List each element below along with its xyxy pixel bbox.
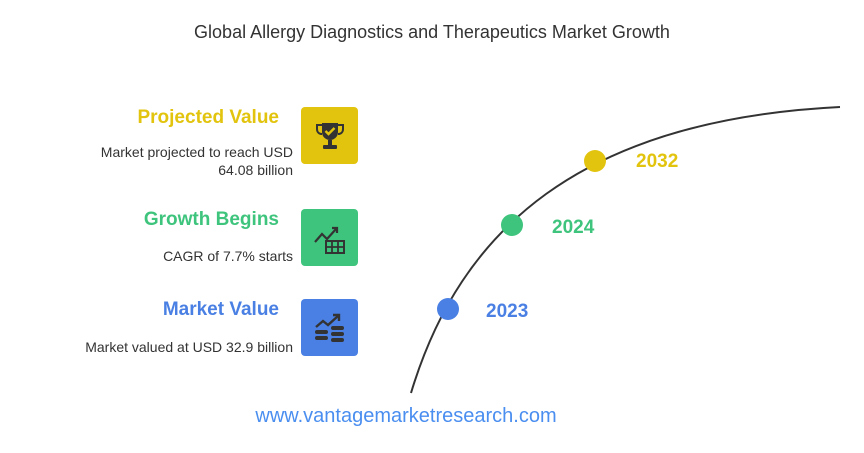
page-title: Global Allergy Diagnostics and Therapeut… — [194, 22, 670, 42]
market-value-title: Market Value — [162, 299, 279, 320]
year-2023-label: 2023 — [486, 301, 529, 322]
year-2032-label: 2032 — [636, 151, 679, 172]
growth-begins-desc: CAGR of 7.7% starts — [33, 247, 293, 265]
projected-value-desc-line1: Market projected to reach USD — [100, 144, 293, 160]
timeline-dot-2024 — [501, 214, 523, 236]
timeline-dot-2023 — [437, 298, 459, 320]
money-trend-icon-box — [301, 299, 358, 356]
growth-chart-icon — [313, 226, 345, 254]
money-trend-icon — [314, 313, 344, 342]
projected-value-title: Projected Value — [137, 107, 279, 128]
projected-value-desc-line2: 64.08 billion — [218, 162, 293, 178]
market-value-desc: Market valued at USD 32.9 billion — [33, 338, 293, 356]
projected-value-desc: Market projected to reach USD 64.08 bill… — [33, 143, 293, 179]
trophy-icon-box — [301, 107, 358, 164]
year-2024-label: 2024 — [552, 217, 595, 238]
growth-begins-title: Growth Begins — [143, 209, 279, 230]
growth-chart-icon-box — [301, 209, 358, 266]
source-url[interactable]: www.vantagemarketresearch.com — [255, 405, 557, 427]
trophy-icon — [315, 122, 344, 149]
market-value-desc-line1: Market valued at USD 32.9 billion — [85, 339, 293, 355]
growth-begins-desc-line1: CAGR of 7.7% starts — [163, 248, 293, 264]
timeline-dot-2032 — [584, 150, 606, 172]
